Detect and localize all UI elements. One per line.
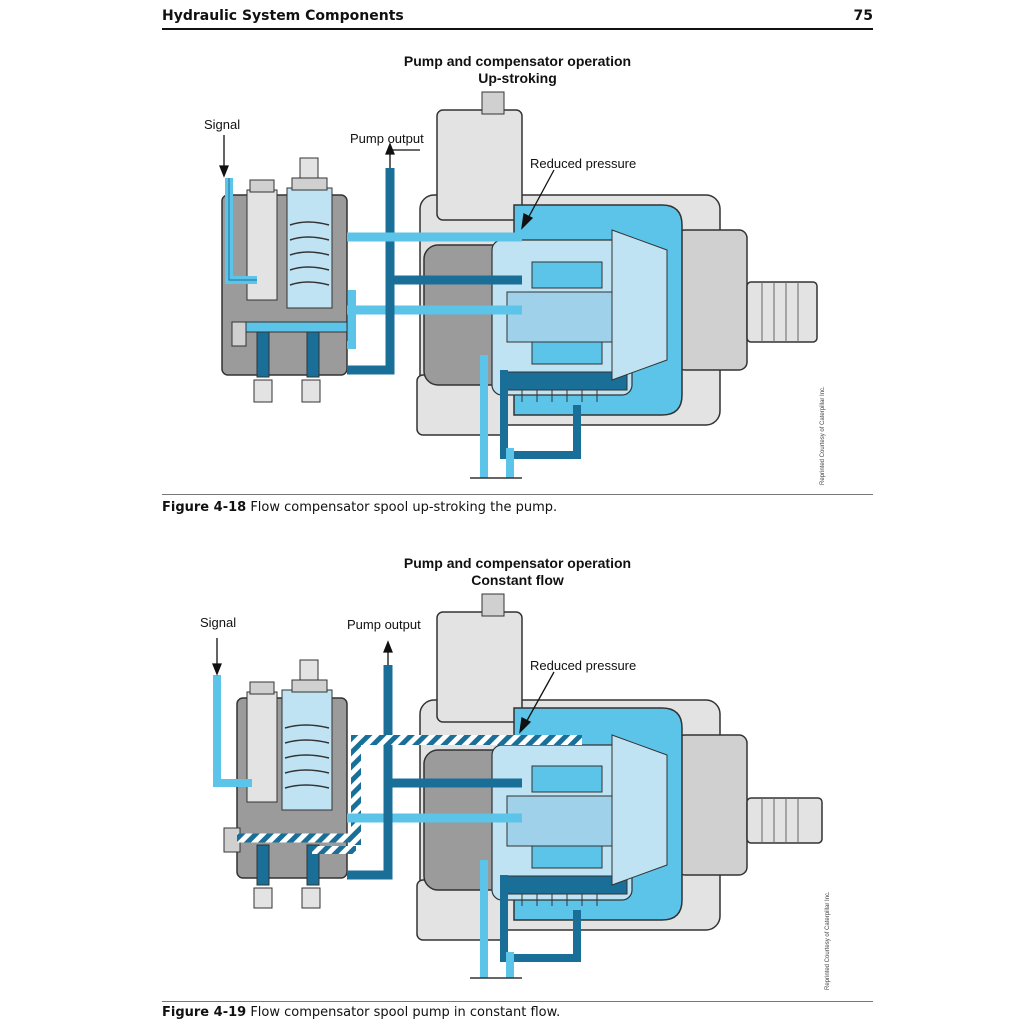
pointer-arrows	[212, 638, 555, 734]
figure-title: Pump and compensator operation Constant …	[162, 555, 873, 589]
reduced-pressure-chamber	[491, 707, 683, 921]
caption-number: Figure 4-19	[162, 1005, 247, 1020]
hydraulic-lines	[213, 665, 582, 979]
reduced-pressure-label: Reduced pressure	[530, 658, 636, 673]
figure-title-line2: Constant flow	[471, 572, 564, 588]
pump-diagram: Signal Pump output Reduced pressure	[200, 593, 823, 979]
figure-title-line2: Up-stroking	[478, 70, 557, 86]
signal-label: Signal	[204, 117, 240, 132]
figure-title-line1: Pump and compensator operation	[403, 53, 632, 69]
image-credit: Reprinted Courtesy of Caterpillar Inc.	[825, 891, 831, 990]
caption-text: Flow compensator spool pump in constant …	[246, 1005, 561, 1020]
pointer-arrows	[219, 135, 555, 230]
hydraulic-lines	[225, 168, 581, 479]
figure-caption: Figure 4-18 Flow compensator spool up-st…	[162, 500, 557, 515]
figure-rule	[162, 494, 873, 495]
pump-output-label: Pump output	[347, 617, 421, 632]
figure-caption: Figure 4-19 Flow compensator spool pump …	[162, 1005, 560, 1020]
signal-label: Signal	[200, 615, 236, 630]
page-number: 75	[853, 8, 873, 24]
page-header: Hydraulic System Components 75	[162, 6, 873, 28]
compensator-valve	[223, 659, 348, 909]
running-header-title: Hydraulic System Components	[162, 8, 404, 24]
figure-4-18: Pump and compensator operation Up-stroki…	[162, 0, 873, 520]
pump-diagram: Signal Pump output Reduced pressure	[204, 91, 818, 479]
figure-4-19: Pump and compensator operation Constant …	[162, 500, 873, 1024]
figure-title: Pump and compensator operation Up-stroki…	[162, 53, 873, 87]
figure-rule	[162, 1001, 873, 1002]
reduced-pressure-chamber	[491, 204, 683, 416]
header-rule	[162, 28, 873, 30]
figure-title-line1: Pump and compensator operation	[403, 555, 632, 571]
image-credit: Reprinted Courtesy of Caterpillar Inc.	[820, 386, 826, 485]
pump-output-label: Pump output	[350, 131, 424, 146]
reduced-pressure-label: Reduced pressure	[530, 156, 636, 171]
caption-text: Flow compensator spool up-stroking the p…	[246, 500, 558, 515]
caption-number: Figure 4-18	[162, 500, 247, 515]
